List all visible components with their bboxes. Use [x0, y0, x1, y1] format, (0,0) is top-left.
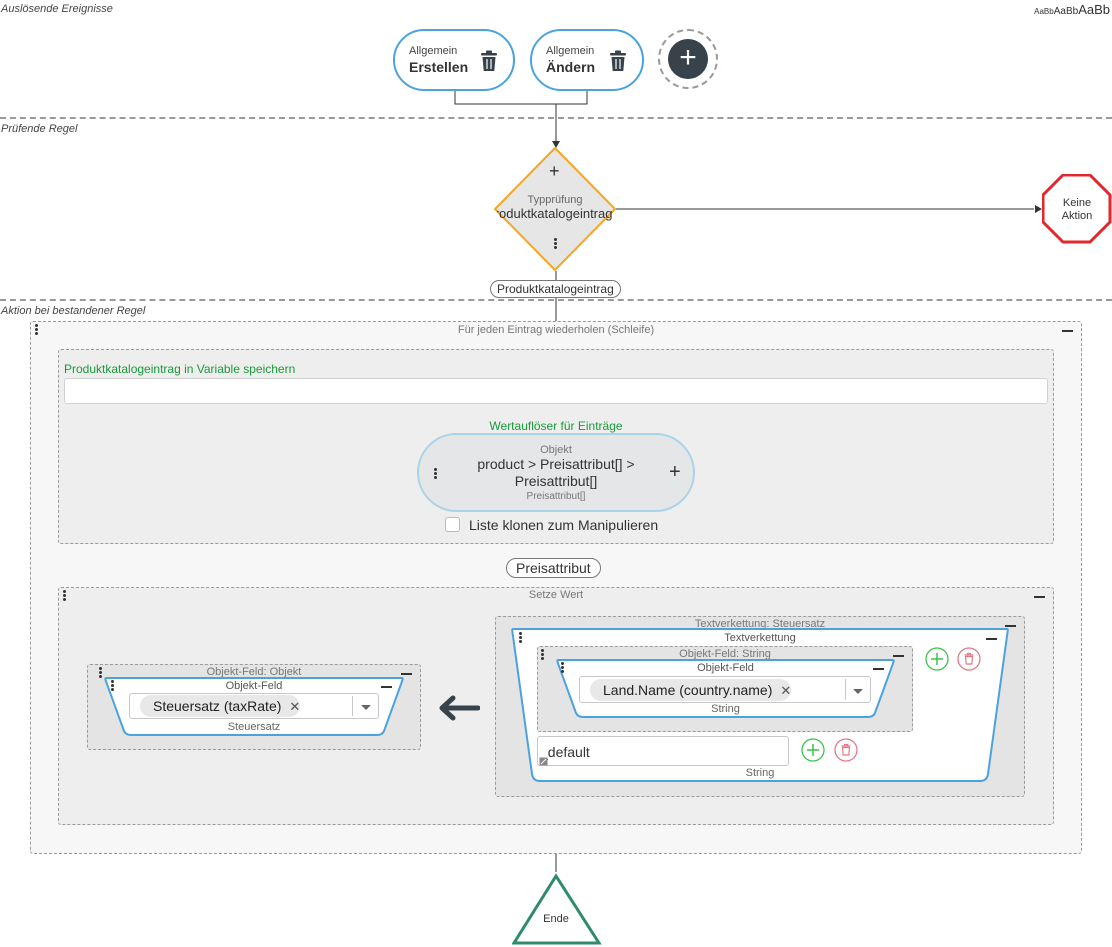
collapse-icon[interactable] [401, 673, 412, 675]
plus-icon[interactable]: + [549, 161, 560, 181]
resolver-path: product > Preisattribut[] > Preisattribu… [477, 456, 635, 489]
selected-field-tag: Steuersatz (taxRate)✕ [140, 695, 301, 717]
rule-value: Produktkatalogeintrag [497, 206, 613, 221]
selected-field-tag: Land.Name (country.name)✕ [590, 679, 792, 701]
kebab-icon[interactable] [99, 667, 103, 679]
rule-type: Typprüfung [527, 194, 583, 206]
trigger-category: Allgemein [546, 45, 595, 57]
resize-grip-icon [539, 757, 548, 766]
resolver-result-type: Preisattribut[] [526, 491, 586, 502]
collapse-icon[interactable] [1062, 330, 1073, 332]
default-text-type: String [745, 767, 775, 779]
trigger-category: Allgemein [409, 45, 458, 57]
source-field-outer-title: Objekt-Feld: String [679, 648, 771, 660]
target-outer-title: Objekt-Feld: Objekt [206, 666, 302, 678]
add-part-button[interactable] [925, 647, 949, 671]
font-size-selector[interactable]: AaBbAaBbAaBb [1034, 1, 1110, 19]
kebab-icon[interactable] [554, 238, 558, 250]
kebab-icon[interactable] [561, 662, 565, 674]
resolver-label: Wertauflöser für Einträge [489, 419, 623, 433]
collapse-icon[interactable] [381, 686, 392, 688]
kebab-icon[interactable] [35, 324, 39, 336]
trash-icon[interactable] [479, 50, 499, 72]
clone-list-checkbox[interactable] [445, 517, 460, 532]
clone-list-label: Liste klonen zum Manipulieren [469, 517, 659, 533]
edge-label-rule-output: Produktkatalogeintrag [490, 280, 621, 298]
default-text-value: _default [540, 744, 590, 760]
chevron-down-icon[interactable] [361, 705, 371, 710]
kebab-icon[interactable] [63, 590, 67, 602]
trigger-node-create[interactable]: Allgemein Erstellen [393, 29, 515, 91]
collapse-icon[interactable] [986, 638, 997, 640]
value-resolver-node[interactable]: Objekt product > Preisattribut[] > Preis… [417, 433, 695, 512]
font-size-medium[interactable]: AaBb [1053, 6, 1079, 17]
source-outer-title: Textverkettung: Steuersatz [694, 618, 826, 630]
target-inner-title: Objekt-Feld [225, 680, 283, 692]
set-value-title: Setze Wert [528, 589, 584, 601]
section-label-triggers: Auslösende Ereignisse [1, 3, 113, 15]
concat-inner-title: Textverkettung [724, 632, 796, 644]
close-icon[interactable]: ✕ [289, 699, 301, 714]
plus-icon[interactable]: + [669, 461, 681, 483]
no-action-node [1042, 174, 1112, 244]
add-part-button[interactable] [801, 738, 825, 762]
kebab-icon[interactable] [519, 632, 523, 644]
delete-part-button[interactable] [957, 647, 981, 671]
kebab-icon[interactable] [541, 649, 545, 661]
target-type: Steuersatz [227, 721, 281, 733]
collapse-icon[interactable] [893, 655, 904, 657]
select-divider [845, 679, 846, 700]
plus-icon: + [668, 39, 708, 79]
section-label-action: Aktion bei bestandener Regel [1, 305, 146, 317]
default-text-input[interactable]: _default [537, 736, 789, 766]
end-node [512, 873, 602, 945]
collapse-icon[interactable] [1034, 596, 1045, 598]
trash-icon[interactable] [608, 50, 628, 72]
font-size-large[interactable]: AaBb [1078, 2, 1110, 17]
arrow-left-icon [439, 695, 480, 721]
kebab-icon[interactable] [434, 468, 438, 480]
trigger-node-change[interactable]: Allgemein Ändern [530, 29, 644, 91]
font-size-small[interactable]: AaBb [1034, 7, 1054, 16]
collapse-icon[interactable] [873, 668, 884, 670]
rule-node-diamond[interactable] [493, 147, 617, 272]
delete-part-button[interactable] [834, 738, 858, 762]
resolver-type: Objekt [540, 444, 572, 456]
collapse-icon[interactable] [1005, 625, 1016, 627]
no-action-label: Keine Aktion [1061, 197, 1093, 222]
chevron-down-icon[interactable] [853, 689, 863, 694]
source-field-type: String [711, 703, 740, 715]
close-icon[interactable]: ✕ [780, 683, 792, 698]
section-label-rule: Prüfende Regel [1, 123, 78, 135]
variable-name-input[interactable] [64, 378, 1048, 404]
select-divider [352, 696, 353, 716]
kebab-icon[interactable] [111, 680, 115, 692]
loop-title: Für jeden Eintrag wiederholen (Schleife) [457, 324, 655, 336]
edge-label-loop-output: Preisattribut [506, 558, 601, 578]
add-trigger-button[interactable]: + [658, 29, 718, 89]
trigger-name: Ändern [546, 59, 595, 75]
source-field-select[interactable]: Land.Name (country.name)✕ [579, 676, 871, 703]
trigger-name: Erstellen [409, 59, 469, 75]
target-field-select[interactable]: Steuersatz (taxRate)✕ [129, 693, 379, 719]
end-label: Ende [543, 913, 569, 925]
source-field-inner-title: Objekt-Feld [697, 662, 754, 674]
save-variable-label: Produktkatalogeintrag in Variable speich… [64, 362, 296, 376]
